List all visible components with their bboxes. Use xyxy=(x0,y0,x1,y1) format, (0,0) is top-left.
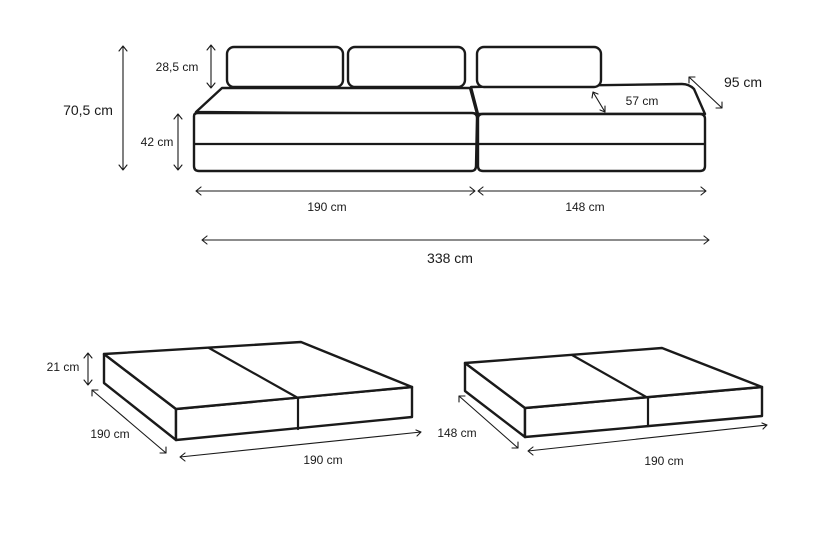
bed-small-dimensions: 148 cm 190 cm xyxy=(437,395,768,468)
depth-arrow xyxy=(688,76,723,109)
sofa-left-base xyxy=(192,111,479,173)
right-width-label: 148 cm xyxy=(565,200,604,214)
bed-small-width-label: 190 cm xyxy=(644,454,683,468)
seat-height-label: 42 cm xyxy=(141,135,174,149)
total-height-label: 70,5 cm xyxy=(63,102,113,118)
left-width-arrow xyxy=(195,186,476,196)
bed-large-depth-label: 190 cm xyxy=(90,427,129,441)
seat-height-arrow xyxy=(173,113,183,171)
sofa-dimensions: 70,5 cm 28,5 cm 42 cm 95 cm 57 cm 190 cm… xyxy=(63,44,762,266)
bed-height-label: 21 cm xyxy=(47,360,80,374)
sofa-left-seat-top xyxy=(194,86,479,116)
right-width-arrow xyxy=(477,186,707,196)
bed-large-depth-arrow xyxy=(91,389,167,454)
left-width-label: 190 cm xyxy=(307,200,346,214)
sofa-right-seat-top xyxy=(469,82,707,116)
seat-depth-arrow xyxy=(591,91,606,113)
total-height-arrow xyxy=(118,45,128,171)
bed-height-arrow xyxy=(83,352,93,386)
bed-large-dimensions: 21 cm 190 cm 190 cm xyxy=(47,352,422,467)
sofa-right-base xyxy=(476,112,707,173)
cushion-height-arrow xyxy=(206,44,216,89)
bed-small-depth-label: 148 cm xyxy=(437,426,476,440)
back-cushion-2 xyxy=(346,45,467,89)
sofa-drawing xyxy=(192,45,707,173)
back-cushion-1 xyxy=(225,45,345,89)
bed-small-width-arrow xyxy=(527,422,768,456)
depth-label: 95 cm xyxy=(724,74,762,90)
bed-large-drawing xyxy=(102,340,414,442)
back-cushion-3 xyxy=(475,45,603,89)
bed-large-width-arrow xyxy=(179,429,422,462)
bed-small-depth-arrow xyxy=(458,395,519,449)
bed-large-top-seam xyxy=(207,346,300,400)
bed-small-top-seam xyxy=(570,353,650,400)
total-width-label: 338 cm xyxy=(427,250,473,266)
total-width-arrow xyxy=(201,235,710,245)
cushion-height-label: 28,5 cm xyxy=(156,60,199,74)
seat-depth-label: 57 cm xyxy=(626,94,659,108)
bed-large-width-label: 190 cm xyxy=(303,453,342,467)
bed-small-drawing xyxy=(463,346,764,439)
